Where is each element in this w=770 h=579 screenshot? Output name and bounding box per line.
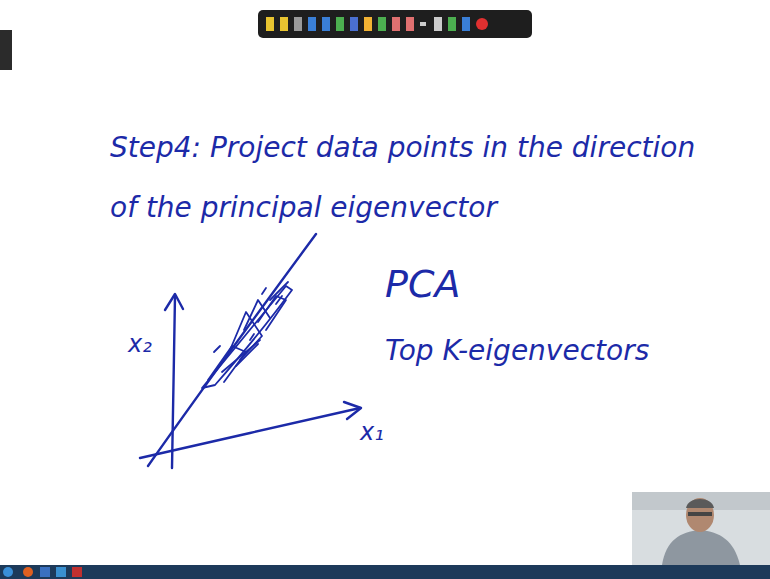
method-name: PCA	[385, 262, 460, 306]
data-cloud	[202, 282, 292, 388]
edge-mark	[0, 30, 12, 70]
axes	[140, 294, 361, 468]
eigenvector-line	[148, 234, 316, 466]
axis-label: x₁	[360, 418, 384, 446]
presenter-video	[632, 492, 770, 565]
axis-label: x₂	[128, 330, 152, 358]
note-text: Top K-eigenvectors	[385, 334, 649, 367]
slide-heading: Step4: Project data points in the direct…	[110, 118, 722, 238]
pen-toolbar	[258, 10, 532, 38]
taskbar	[0, 565, 770, 579]
